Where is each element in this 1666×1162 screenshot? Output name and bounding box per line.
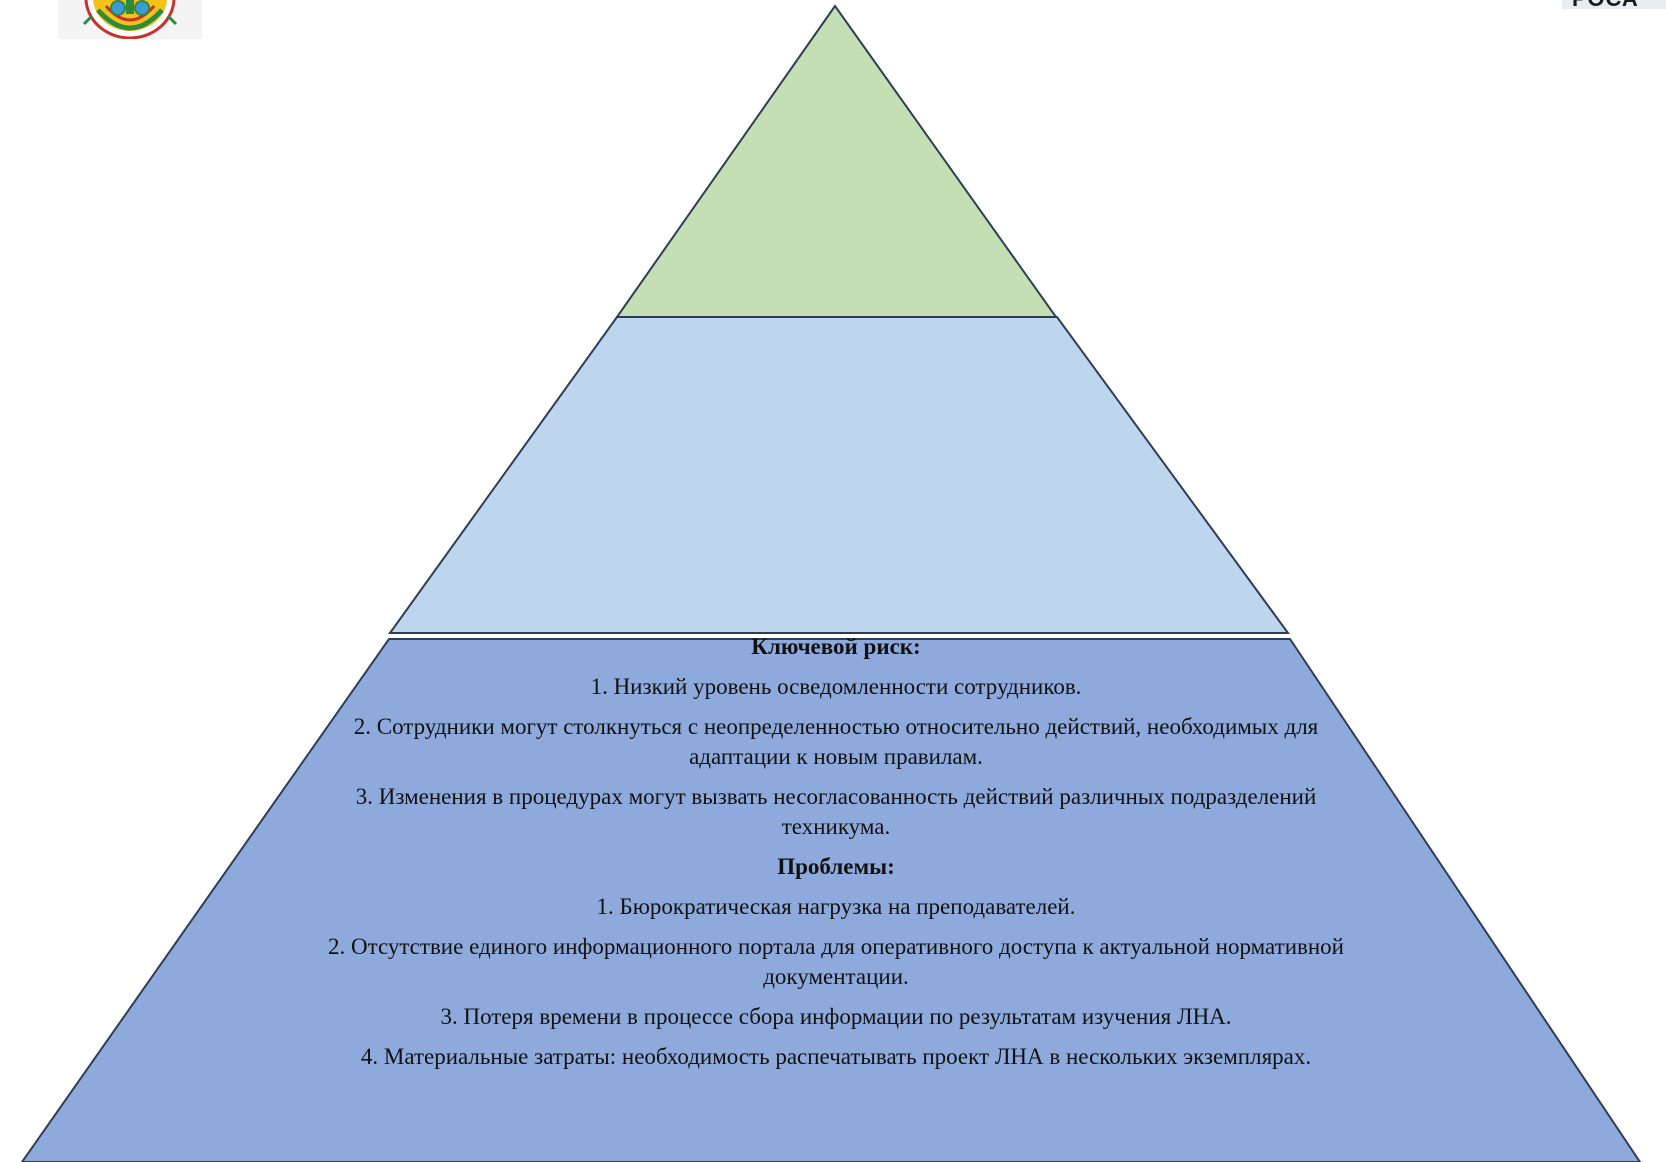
- risk-item: 2. Сотрудники могут столкнуться с неопре…: [353, 714, 1319, 769]
- problem-item: 1. Бюрократическая нагрузка на преподава…: [596, 894, 1076, 919]
- emblem-graphic: [58, 0, 202, 39]
- pyramid-bottom-tier: [20, 638, 1642, 1162]
- risk-item: 3. Изменения в процедурах могут вызвать …: [355, 784, 1317, 839]
- corner-badge-text: РОСА: [1572, 0, 1639, 9]
- problem-item: 2. Отсутствие единого информационного по…: [328, 934, 1344, 989]
- problem-item: 3. Потеря времени в процессе сбора инфор…: [440, 1004, 1232, 1029]
- pyramid-middle-tier: [388, 316, 1290, 634]
- corner-badge: РОСА: [1562, 0, 1666, 9]
- risk-heading: Ключевой риск:: [751, 634, 921, 659]
- bottom-tier-text: Ключевой риск: 1. Низкий уровень осведом…: [306, 632, 1366, 1082]
- problem-item: 4. Материальные затраты: необходимость р…: [360, 1044, 1312, 1069]
- risk-item: 1. Низкий уровень осведомленности сотруд…: [590, 674, 1082, 699]
- problems-heading: Проблемы:: [777, 854, 895, 879]
- emblem-logo: [58, 0, 202, 39]
- pyramid-top-tier: [615, 4, 1058, 318]
